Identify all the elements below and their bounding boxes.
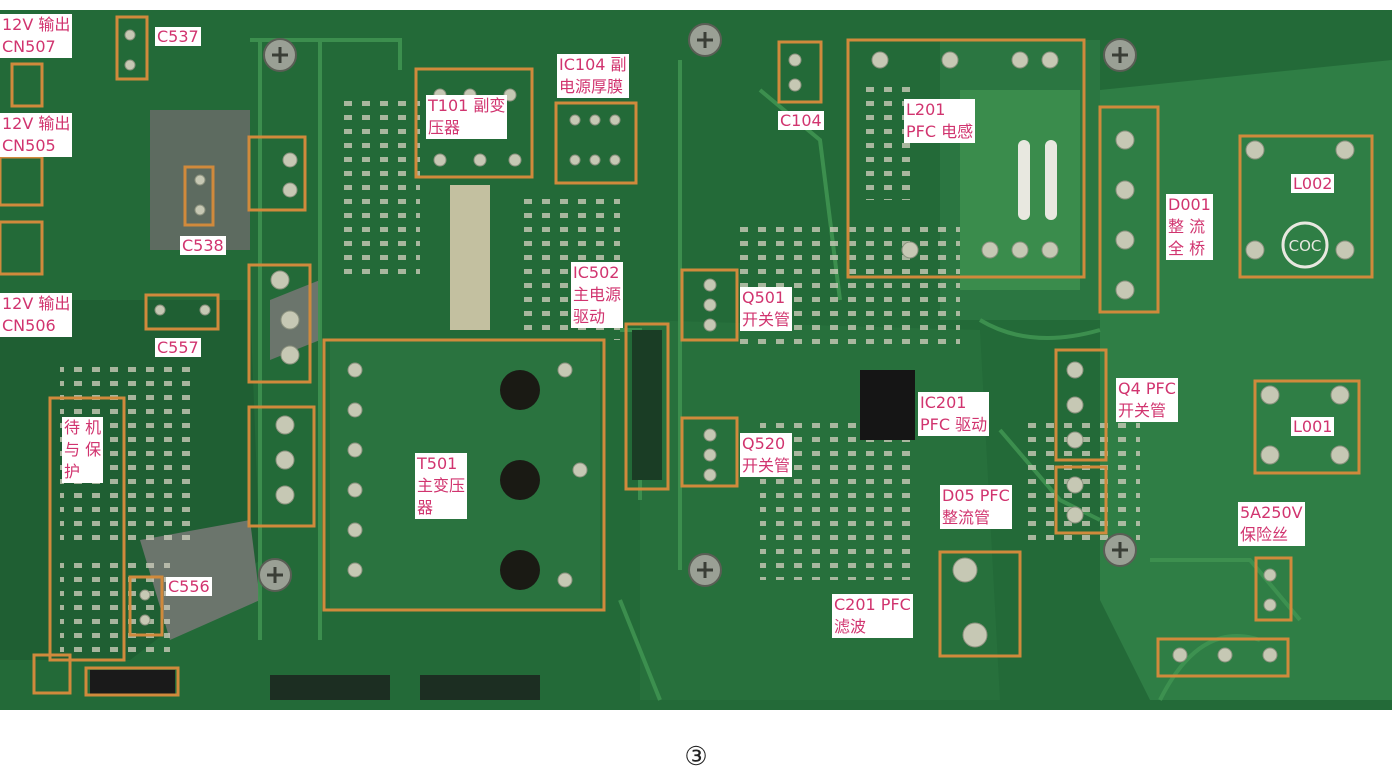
label-c538: C538 bbox=[180, 236, 226, 255]
label-q501: Q501 开关管 bbox=[740, 287, 793, 331]
connector-strip bbox=[632, 330, 662, 480]
page-margin bbox=[0, 710, 1392, 784]
ic201-chip bbox=[860, 370, 915, 440]
label-l201: L201 PFC 电感 bbox=[904, 99, 976, 143]
label-t101: T101 副变 压器 bbox=[426, 95, 508, 139]
label-standby-protection: 待 机 与 保 护 bbox=[62, 417, 104, 483]
label-cn505: 12V 输出 CN505 bbox=[0, 113, 73, 157]
label-c537: C537 bbox=[155, 27, 201, 46]
bottom-connector bbox=[420, 675, 540, 700]
label-q520: Q520 开关管 bbox=[740, 433, 793, 477]
label-ic104: IC104 副 电源厚膜 bbox=[557, 54, 629, 98]
coc-text: COC bbox=[1289, 237, 1322, 255]
label-cn506: 12V 输出 CN506 bbox=[0, 293, 73, 337]
smd-pads bbox=[60, 80, 1140, 660]
label-ic502: IC502 主电源 驱动 bbox=[571, 262, 624, 328]
label-d05: D05 PFC 整流管 bbox=[940, 485, 1012, 529]
heat-tape bbox=[450, 185, 490, 330]
solder-joints bbox=[124, 29, 1355, 663]
label-c201: C201 PFC 滤波 bbox=[832, 594, 913, 638]
coc-mark bbox=[1281, 221, 1329, 269]
label-c557: C557 bbox=[155, 338, 201, 357]
label-d001: D001 整 流 全 桥 bbox=[1166, 194, 1213, 260]
annotation-boxes bbox=[0, 15, 1374, 697]
transformer-holes bbox=[500, 370, 540, 590]
label-t501: T501 主变压 器 bbox=[415, 453, 468, 519]
pin-header bbox=[90, 670, 175, 695]
label-l002: L002 bbox=[1291, 174, 1335, 193]
bottom-connector bbox=[270, 675, 390, 700]
figure-number: ③ bbox=[684, 742, 708, 772]
label-ic201: IC201 PFC 驱动 bbox=[918, 392, 990, 436]
label-c104: C104 bbox=[778, 111, 824, 130]
screw-slots bbox=[267, 32, 1128, 583]
label-cn507: 12V 输出 CN507 bbox=[0, 14, 73, 58]
label-q4: Q4 PFC 开关管 bbox=[1116, 378, 1178, 422]
label-l001: L001 bbox=[1291, 417, 1335, 436]
pfc-inductor-slot bbox=[1045, 140, 1057, 220]
label-c556: C556 bbox=[166, 577, 212, 596]
pfc-inductor-slot bbox=[1018, 140, 1030, 220]
label-fuse: 5A250V 保险丝 bbox=[1238, 502, 1305, 546]
